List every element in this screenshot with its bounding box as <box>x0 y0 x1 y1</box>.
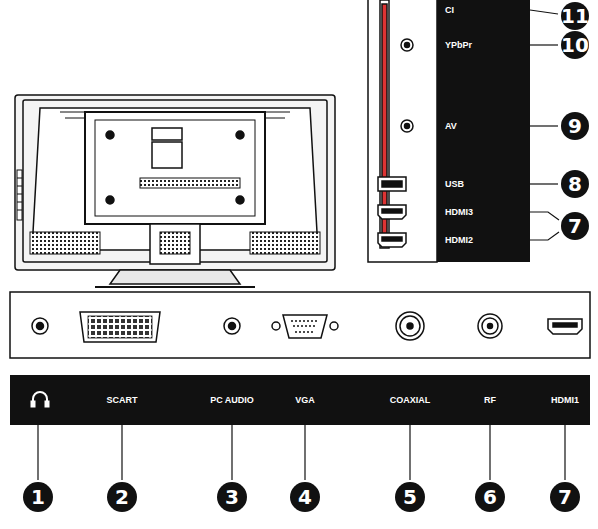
callout-number: 3 <box>225 487 239 507</box>
port-label: YPbPr <box>445 41 472 50</box>
side-leaders <box>530 10 559 240</box>
port-label: VGA <box>295 396 315 405</box>
callout-number: 10 <box>561 35 589 55</box>
bottom-number-circles <box>23 482 580 512</box>
bottom-label-band <box>10 375 590 425</box>
bottom-leaders <box>38 425 565 480</box>
callout-number: 4 <box>298 487 312 507</box>
callout-number: 1 <box>31 487 45 507</box>
side-number-circles <box>561 2 589 240</box>
port-label: PC AUDIO <box>210 396 254 405</box>
port-label: USB <box>445 180 464 189</box>
tv-rear <box>15 95 335 287</box>
side-label-band <box>437 0 530 262</box>
callout-number: 5 <box>403 487 417 507</box>
callout-number: 2 <box>115 487 129 507</box>
port-label: HDMI2 <box>445 236 473 245</box>
callout-number: 9 <box>568 116 582 136</box>
bottom-panel <box>10 292 590 358</box>
callout-number: 11 <box>561 6 589 26</box>
callout-number: 8 <box>568 174 582 194</box>
side-panel <box>368 0 437 262</box>
port-label: AV <box>445 122 457 131</box>
port-label: SCART <box>107 396 138 405</box>
port-label: HDMI3 <box>445 208 473 217</box>
port-label: CI <box>445 6 454 15</box>
port-label: HDMI1 <box>551 396 579 405</box>
port-label: RF <box>484 396 496 405</box>
callout-number: 7 <box>558 487 572 507</box>
headphone-symbol <box>31 392 49 407</box>
callout-number: 7 <box>568 216 582 236</box>
port-label: COAXIAL <box>390 396 431 405</box>
callout-number: 6 <box>483 487 497 507</box>
